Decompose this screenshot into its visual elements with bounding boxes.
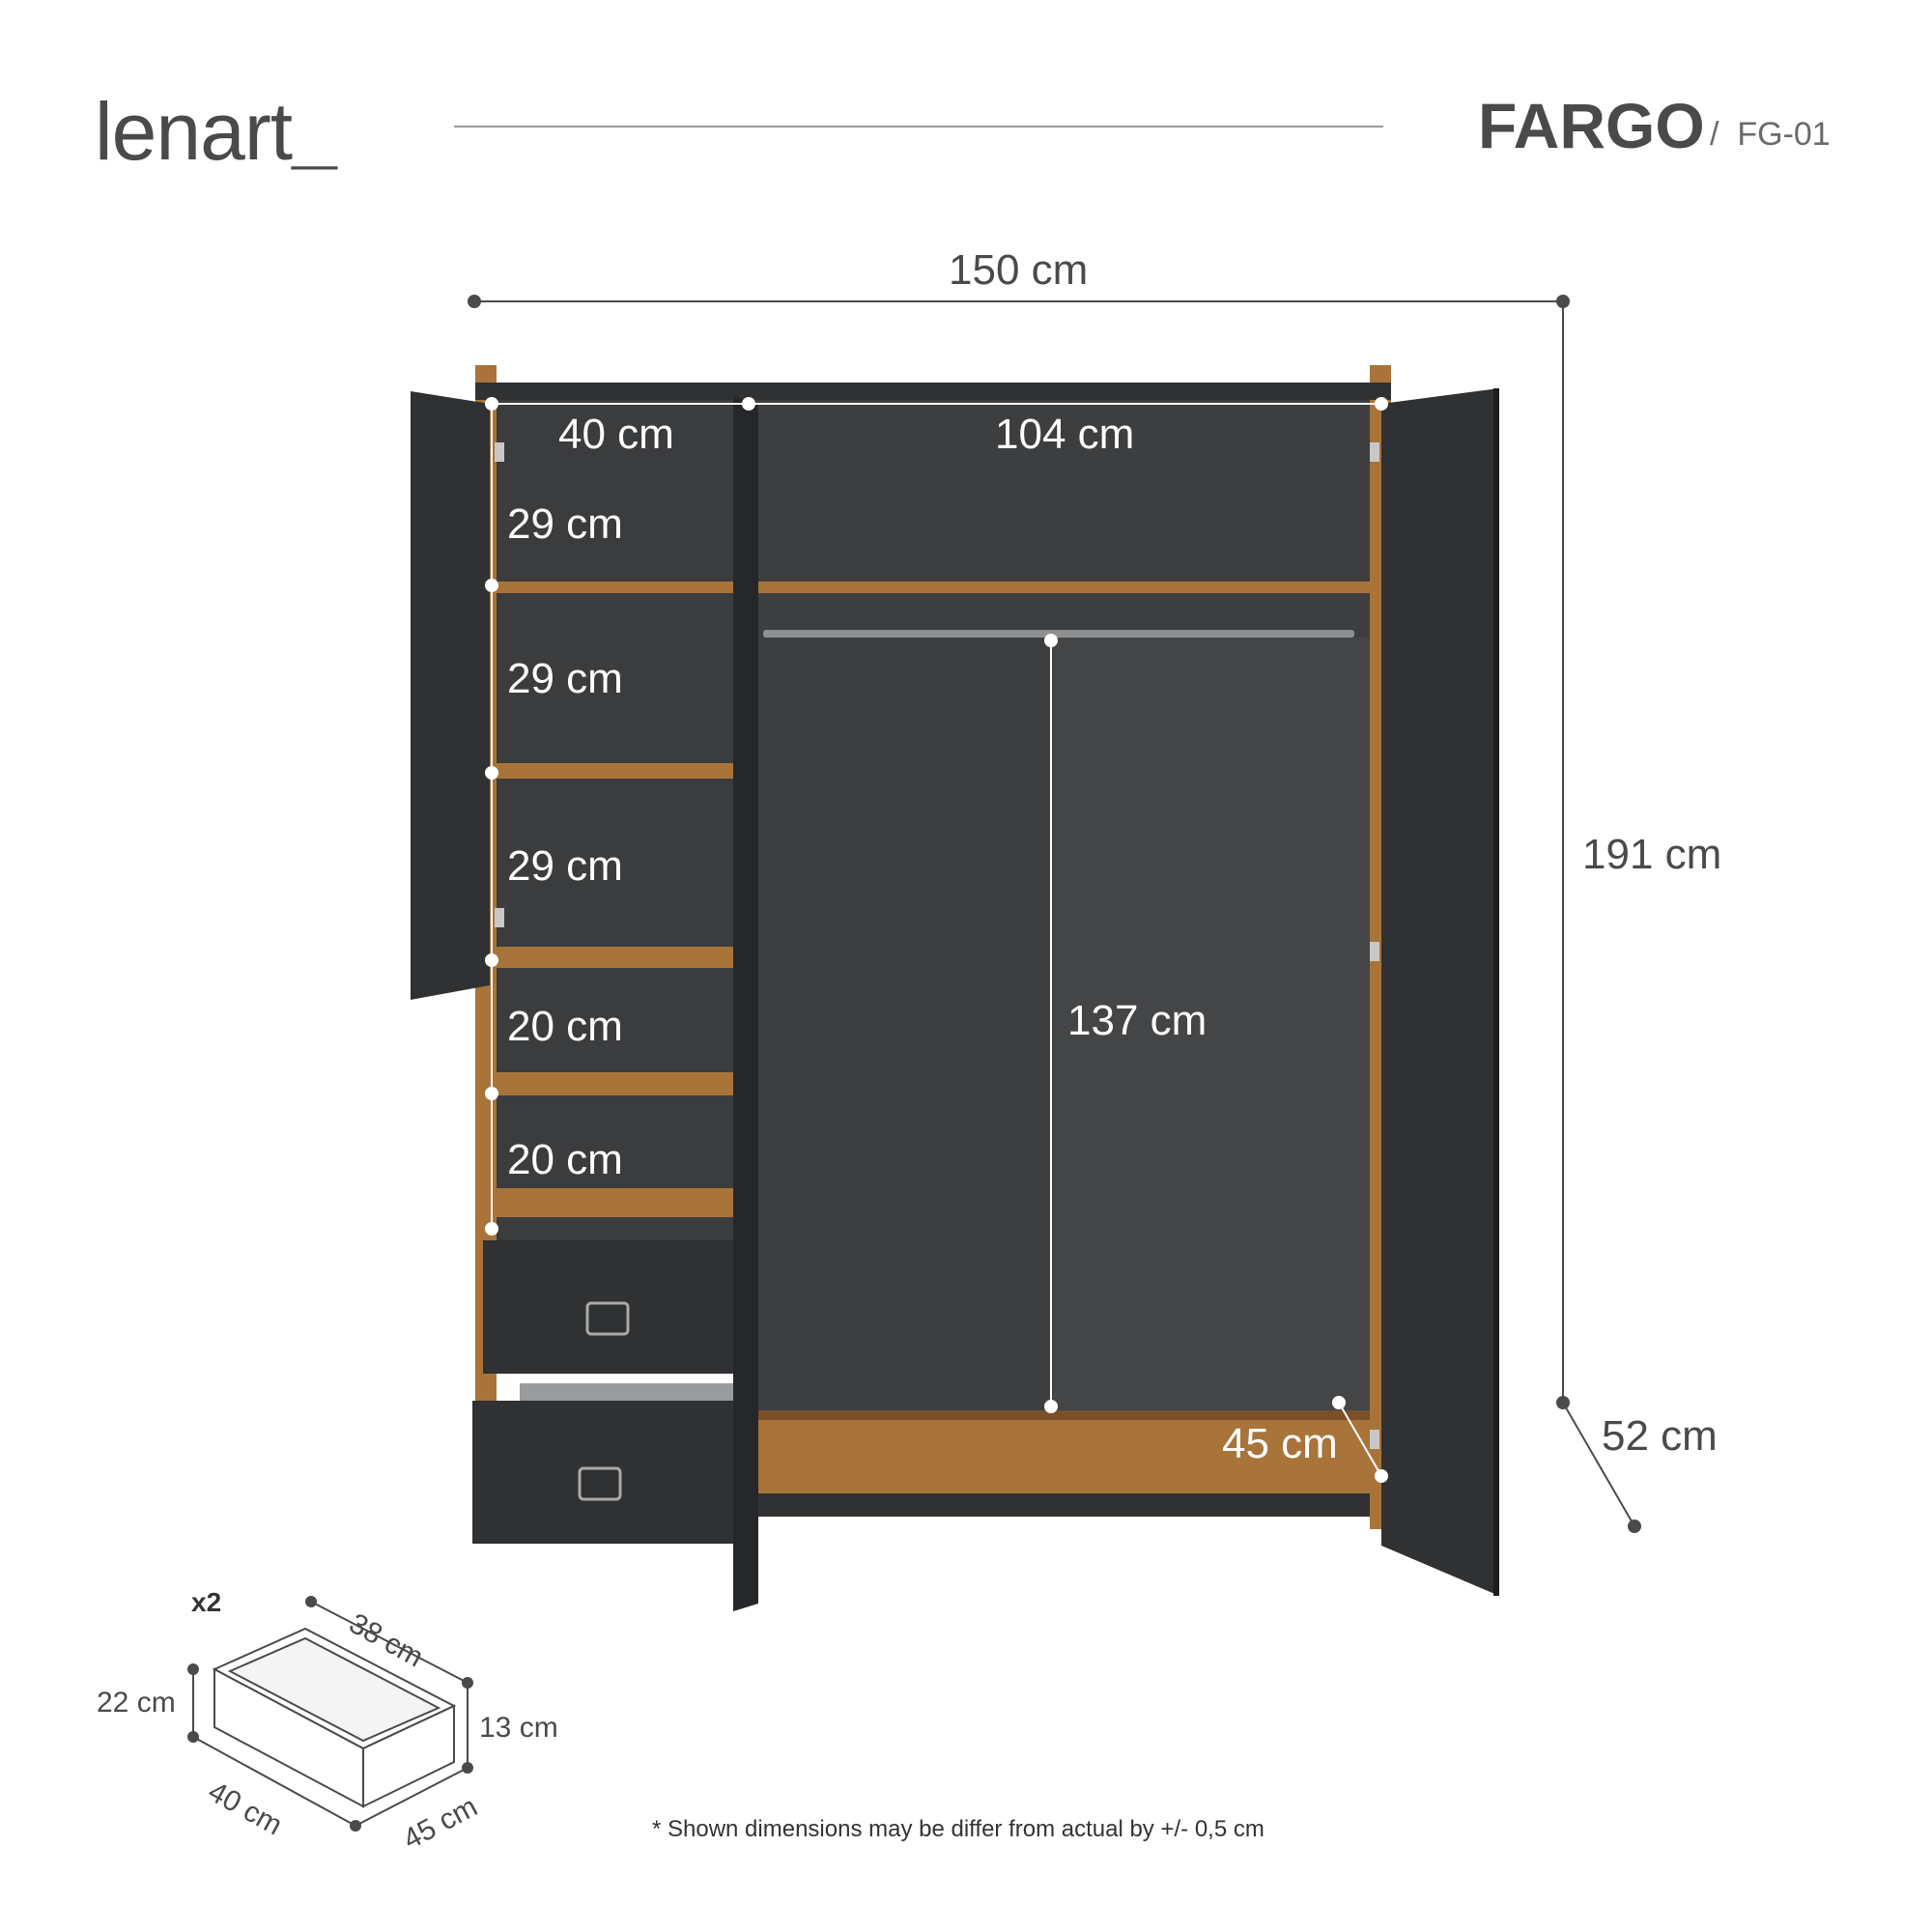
depth-label: 52 cm: [1602, 1412, 1718, 1460]
right-door: [1381, 388, 1499, 1596]
hanging-rail: [763, 630, 1354, 638]
plinth: [753, 1493, 1370, 1517]
left-compartment-width-label: 40 cm: [558, 411, 674, 458]
shelf-3-label: 29 cm: [507, 842, 623, 890]
shelf-4-label: 20 cm: [507, 1003, 623, 1050]
dimension-lines: [468, 295, 1641, 1533]
header-divider: [454, 126, 1383, 128]
footnote: * Shown dimensions may be differ from ac…: [652, 1816, 1264, 1842]
drawer-outer-height-label: 22 cm: [97, 1687, 176, 1719]
shelf-1-label: 29 cm: [507, 500, 623, 548]
model-name: FARGO: [1478, 90, 1705, 161]
left-door: [411, 391, 490, 1000]
inner-depth-label: 45 cm: [1222, 1420, 1338, 1467]
model-code: / FG-01: [1710, 116, 1831, 153]
brand-logo: lenart_: [95, 86, 337, 177]
right-compartment-width-label: 104 cm: [995, 411, 1135, 458]
width-label: 150 cm: [949, 246, 1089, 294]
height-label: 191 cm: [1582, 831, 1722, 878]
drawer-inner-height-label: 13 cm: [479, 1712, 558, 1744]
right-top-shelf: [753, 582, 1370, 593]
interior-guides: [485, 397, 1388, 1483]
shelf-2-label: 29 cm: [507, 655, 623, 702]
right-bottom-floor: [753, 1410, 1370, 1493]
shelf-5-label: 20 cm: [507, 1136, 623, 1183]
left-shelves: [497, 582, 733, 1217]
drawer-upper-front: [483, 1240, 733, 1374]
hanging-height-label: 137 cm: [1067, 997, 1208, 1044]
drawer-quantity: x2: [191, 1587, 222, 1617]
drawer-lower-front: [472, 1401, 733, 1544]
middle-door: [733, 396, 758, 1611]
left-interior: [497, 400, 733, 1245]
drawer-diagram: [187, 1596, 473, 1832]
top-panel: [475, 383, 1391, 400]
